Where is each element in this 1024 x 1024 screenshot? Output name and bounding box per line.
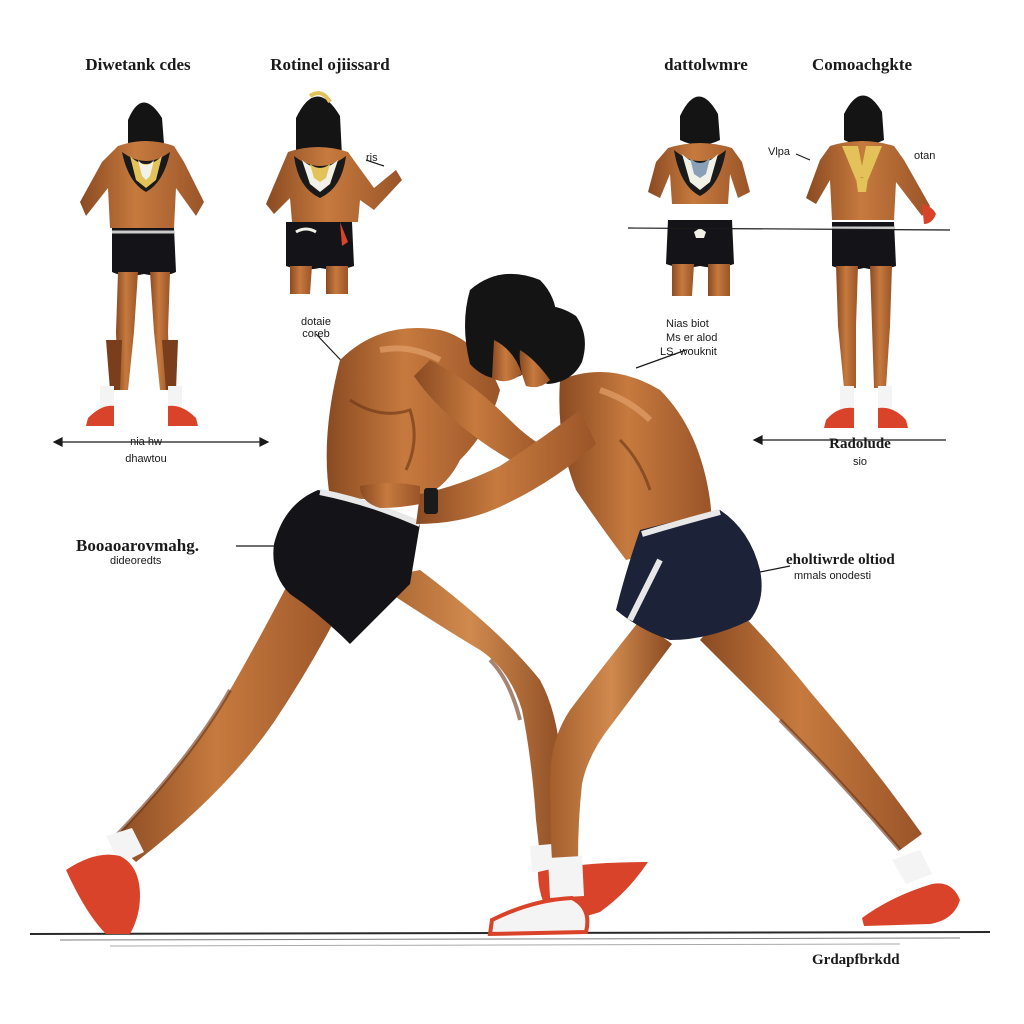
figure-rear-view-4 — [806, 95, 936, 428]
figure-rear-view-2 — [266, 91, 402, 294]
wrestler-right — [360, 306, 960, 937]
rear-left-label-top: nia hw — [130, 436, 162, 448]
figure-4-note: otan — [914, 150, 936, 162]
side-right-label-bottom: sio — [852, 456, 868, 468]
figure-3-note: Vlpa — [768, 146, 791, 158]
stance-left-label-bottom: dideoredts — [110, 555, 162, 567]
stance-left-label-top: Booaoarovmahg. — [76, 536, 199, 555]
figure-1-title: Diwetank cdes — [85, 55, 191, 74]
figure-2-note: ris — [366, 152, 378, 164]
mid-right-label-3: LS. wouknit — [660, 346, 717, 358]
figure-3-title: dattolwmre — [664, 55, 748, 74]
mid-left-label-bottom: coreb — [302, 328, 330, 340]
figure-rear-view-3 — [648, 96, 750, 296]
stance-right-label-bottom: mmals onodesti — [794, 570, 872, 582]
rear-left-label-bottom: dhawtou — [125, 453, 167, 465]
figure-rear-view-1 — [80, 102, 204, 426]
footer-caption: Grdapfbrkdd — [812, 952, 900, 968]
mid-left-label-top: dotaie — [301, 316, 331, 328]
stance-right-label-top: eholtiwrde oltiod — [786, 552, 895, 568]
mid-right-label-1: Nias biot — [666, 318, 709, 330]
figure-2-title: Rotinel ojiissard — [270, 55, 390, 74]
mid-right-label-2: Ms er alod — [666, 332, 718, 344]
figure-4-title: Comoachgkte — [811, 55, 913, 74]
annotation-lines — [52, 153, 951, 573]
side-right-label-top: Radolude — [829, 436, 891, 452]
wrestler-left — [66, 273, 648, 934]
